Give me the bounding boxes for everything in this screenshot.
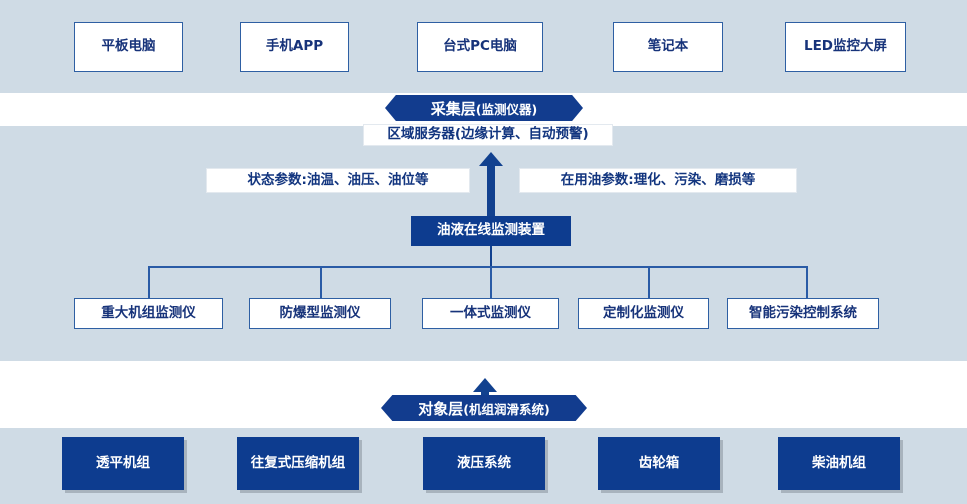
connector-device-stem — [490, 246, 492, 267]
connector-drop-1 — [148, 266, 150, 299]
monitor-major-unit[interactable]: 重大机组监测仪 — [74, 298, 223, 329]
object-hydraulic-system[interactable]: 液压系统 — [423, 437, 545, 490]
collection-layer-banner-title: 采集层 — [430, 99, 476, 118]
display-terminal-laptop[interactable]: 笔记本 — [613, 22, 723, 72]
connector-horizontal-bus — [148, 266, 806, 268]
object-turbine-unit[interactable]: 透平机组 — [62, 437, 184, 490]
connector-drop-2 — [320, 266, 322, 299]
display-terminal-led-screen[interactable]: LED监控大屏 — [785, 22, 906, 72]
collection-layer-banner: 采集层(监测仪器) — [385, 95, 583, 121]
display-terminal-tablet[interactable]: 平板电脑 — [74, 22, 183, 72]
status-parameters-label: 状态参数:油温、油压、油位等 — [206, 168, 470, 193]
display-terminal-desktop-pc[interactable]: 台式PC电脑 — [417, 22, 543, 72]
monitor-customized[interactable]: 定制化监测仪 — [578, 298, 709, 329]
collection-layer-banner-subtitle: (监测仪器) — [475, 101, 538, 117]
object-gearbox[interactable]: 齿轮箱 — [598, 437, 720, 490]
monitor-integrated[interactable]: 一体式监测仪 — [422, 298, 559, 329]
connector-drop-5 — [806, 266, 808, 299]
monitor-smart-contamination-control[interactable]: 智能污染控制系统 — [727, 298, 879, 329]
connector-drop-3 — [490, 266, 492, 299]
regional-server-box[interactable]: 区域服务器(边缘计算、自动预警) — [363, 124, 613, 146]
object-layer-banner-subtitle: (机组润滑系统) — [463, 401, 550, 417]
object-reciprocating-compressor[interactable]: 往复式压缩机组 — [237, 437, 359, 490]
monitor-explosion-proof[interactable]: 防爆型监测仪 — [249, 298, 391, 329]
connector-drop-4 — [648, 266, 650, 299]
upward-arrow-to-server-icon — [479, 152, 503, 217]
object-layer-banner: 对象层 (机组润滑系统) — [381, 395, 587, 421]
oil-online-monitoring-device-box[interactable]: 油液在线监测装置 — [411, 216, 571, 246]
object-layer-banner-title: 对象层 — [418, 399, 464, 418]
in-service-oil-parameters-label: 在用油参数:理化、污染、磨损等 — [519, 168, 797, 193]
object-diesel-unit[interactable]: 柴油机组 — [778, 437, 900, 490]
display-terminal-mobile-app[interactable]: 手机APP — [240, 22, 349, 72]
